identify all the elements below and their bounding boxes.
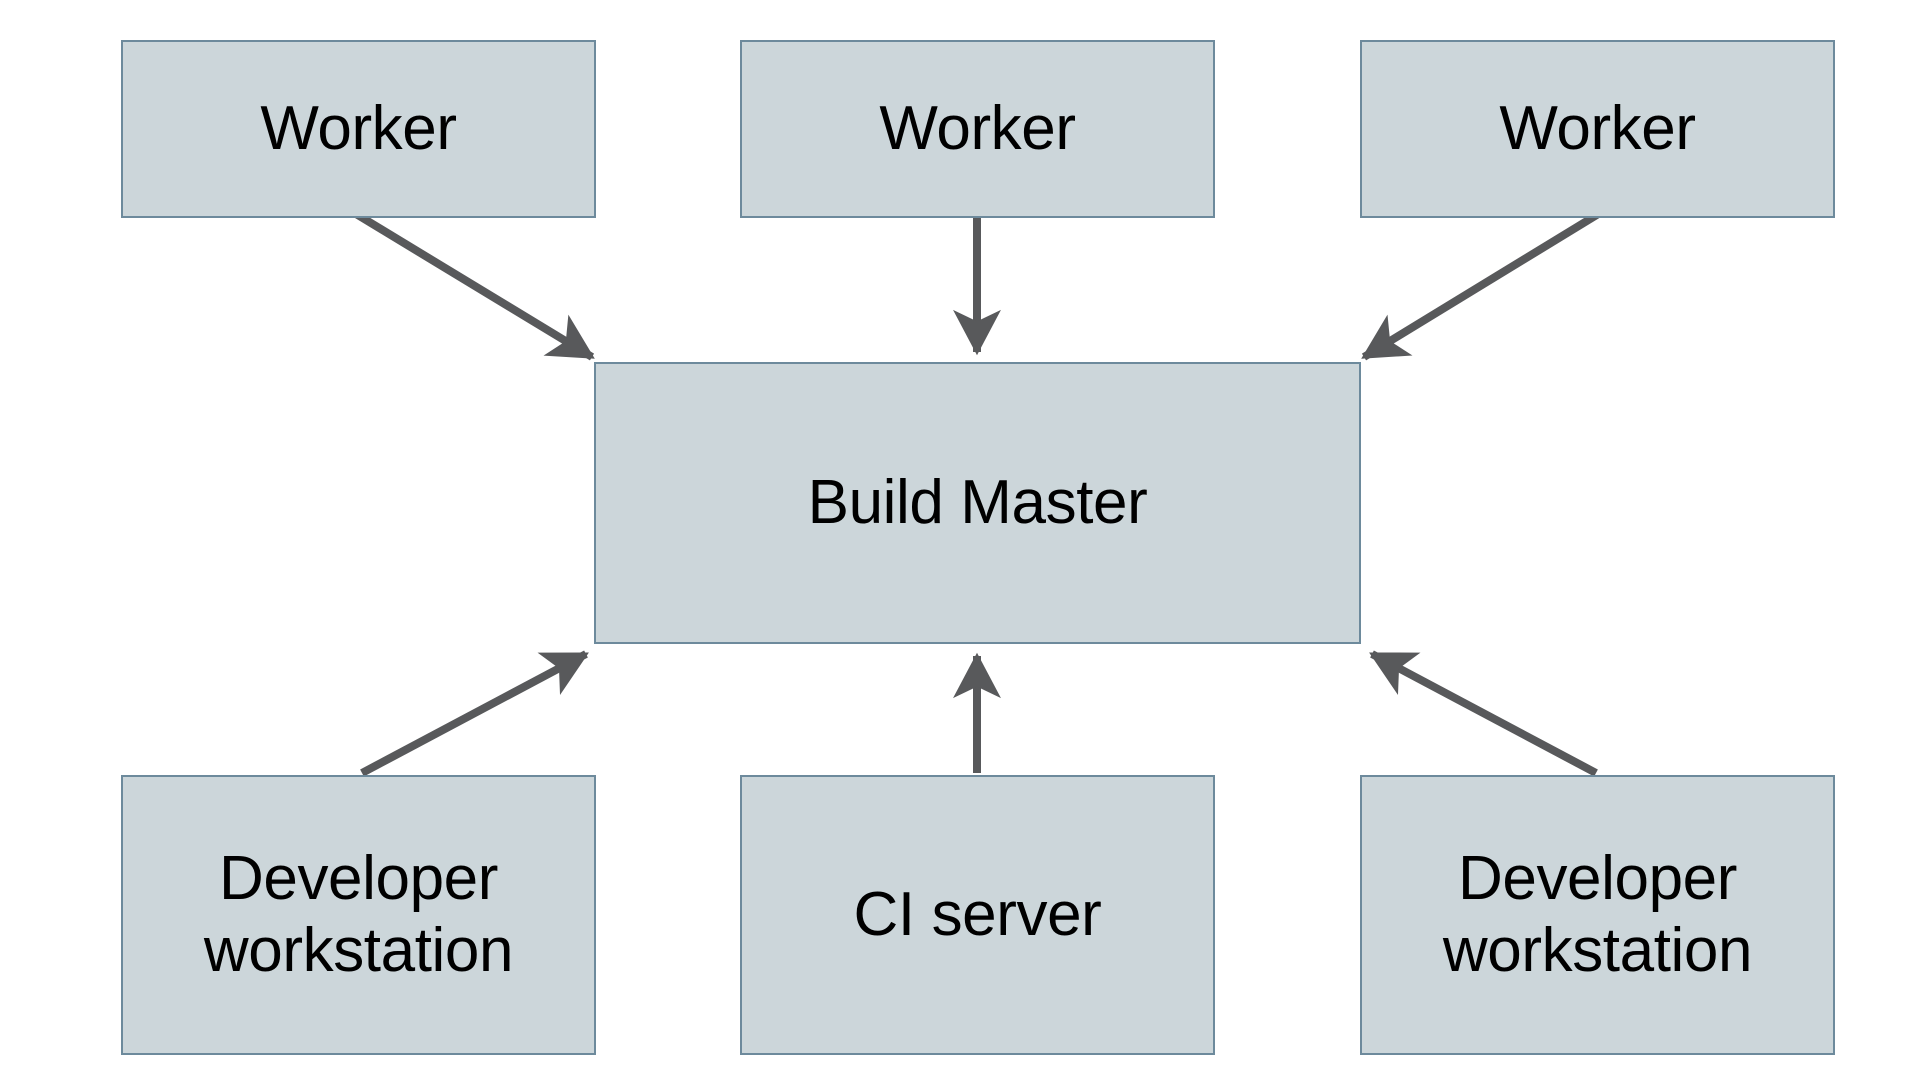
node-ci-server-label: CI server	[853, 880, 1102, 950]
node-worker-2[interactable]: Worker	[740, 40, 1215, 218]
edge-devleft-to-master	[360, 650, 589, 777]
node-build-master-label: Build Master	[807, 468, 1148, 538]
node-dev-workstation-left-label: Developer workstation	[203, 844, 514, 985]
node-ci-server[interactable]: CI server	[740, 775, 1215, 1055]
node-worker-1[interactable]: Worker	[121, 40, 596, 218]
node-worker-3-label: Worker	[1499, 94, 1696, 164]
node-dev-workstation-right[interactable]: Developer workstation	[1360, 775, 1835, 1055]
edge-devright-to-master	[1369, 650, 1598, 777]
node-worker-3[interactable]: Worker	[1360, 40, 1835, 218]
node-dev-workstation-right-label: Developer workstation	[1442, 844, 1753, 985]
node-worker-1-label: Worker	[260, 94, 457, 164]
node-worker-2-label: Worker	[879, 94, 1076, 164]
node-build-master[interactable]: Build Master	[594, 362, 1361, 644]
node-dev-workstation-left[interactable]: Developer workstation	[121, 775, 596, 1055]
